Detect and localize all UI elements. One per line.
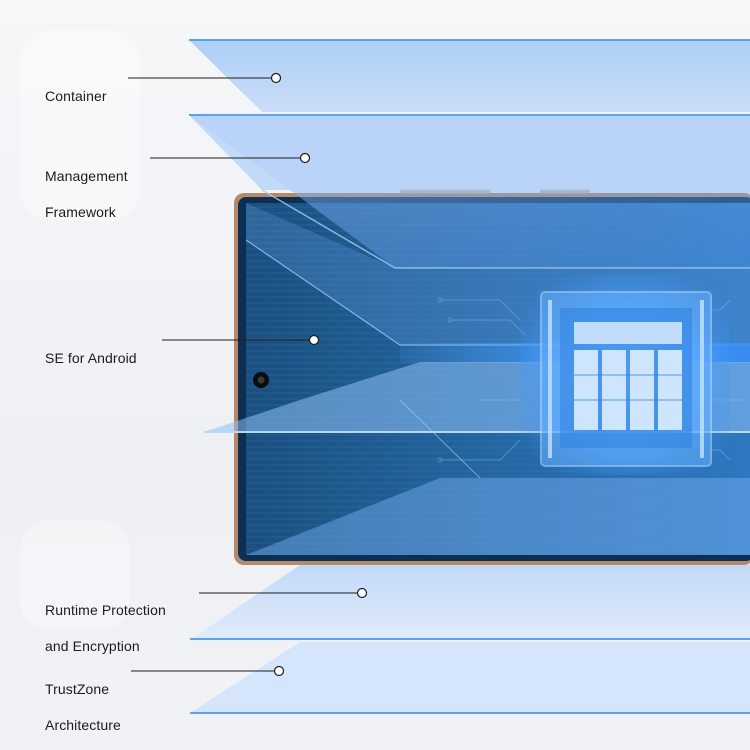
endpoint-dot [273, 665, 285, 677]
container-panel [189, 40, 750, 112]
trustzone-panel [190, 642, 750, 713]
label-management-framework: Management Framework [45, 149, 128, 239]
endpoint-dot [270, 72, 282, 84]
endpoint-dot [299, 152, 311, 164]
endpoint-dot [356, 587, 368, 599]
label-trustzone: TrustZone Architecture [45, 662, 121, 750]
label-se-for-android: SE for Android [45, 331, 137, 385]
chip-icon [520, 275, 730, 475]
label-line: TrustZone [45, 681, 110, 697]
label-line: Container [45, 88, 107, 104]
background-shape [20, 30, 140, 220]
label-runtime-protection: Runtime Protection and Encryption [45, 583, 166, 673]
label-line: and Encryption [45, 638, 140, 654]
label-line: Management [45, 168, 128, 184]
label-container: Container [45, 69, 107, 123]
runtime-protection-panel [190, 565, 750, 640]
lower-glass-panel [246, 478, 750, 555]
label-line: Architecture [45, 717, 121, 733]
label-line: Runtime Protection [45, 602, 166, 618]
background-shape [20, 520, 130, 630]
label-line: Framework [45, 204, 116, 220]
leader-lines [128, 77, 357, 672]
label-line: SE for Android [45, 350, 137, 366]
leader-endpoints [270, 72, 368, 677]
endpoint-dot [308, 334, 320, 346]
